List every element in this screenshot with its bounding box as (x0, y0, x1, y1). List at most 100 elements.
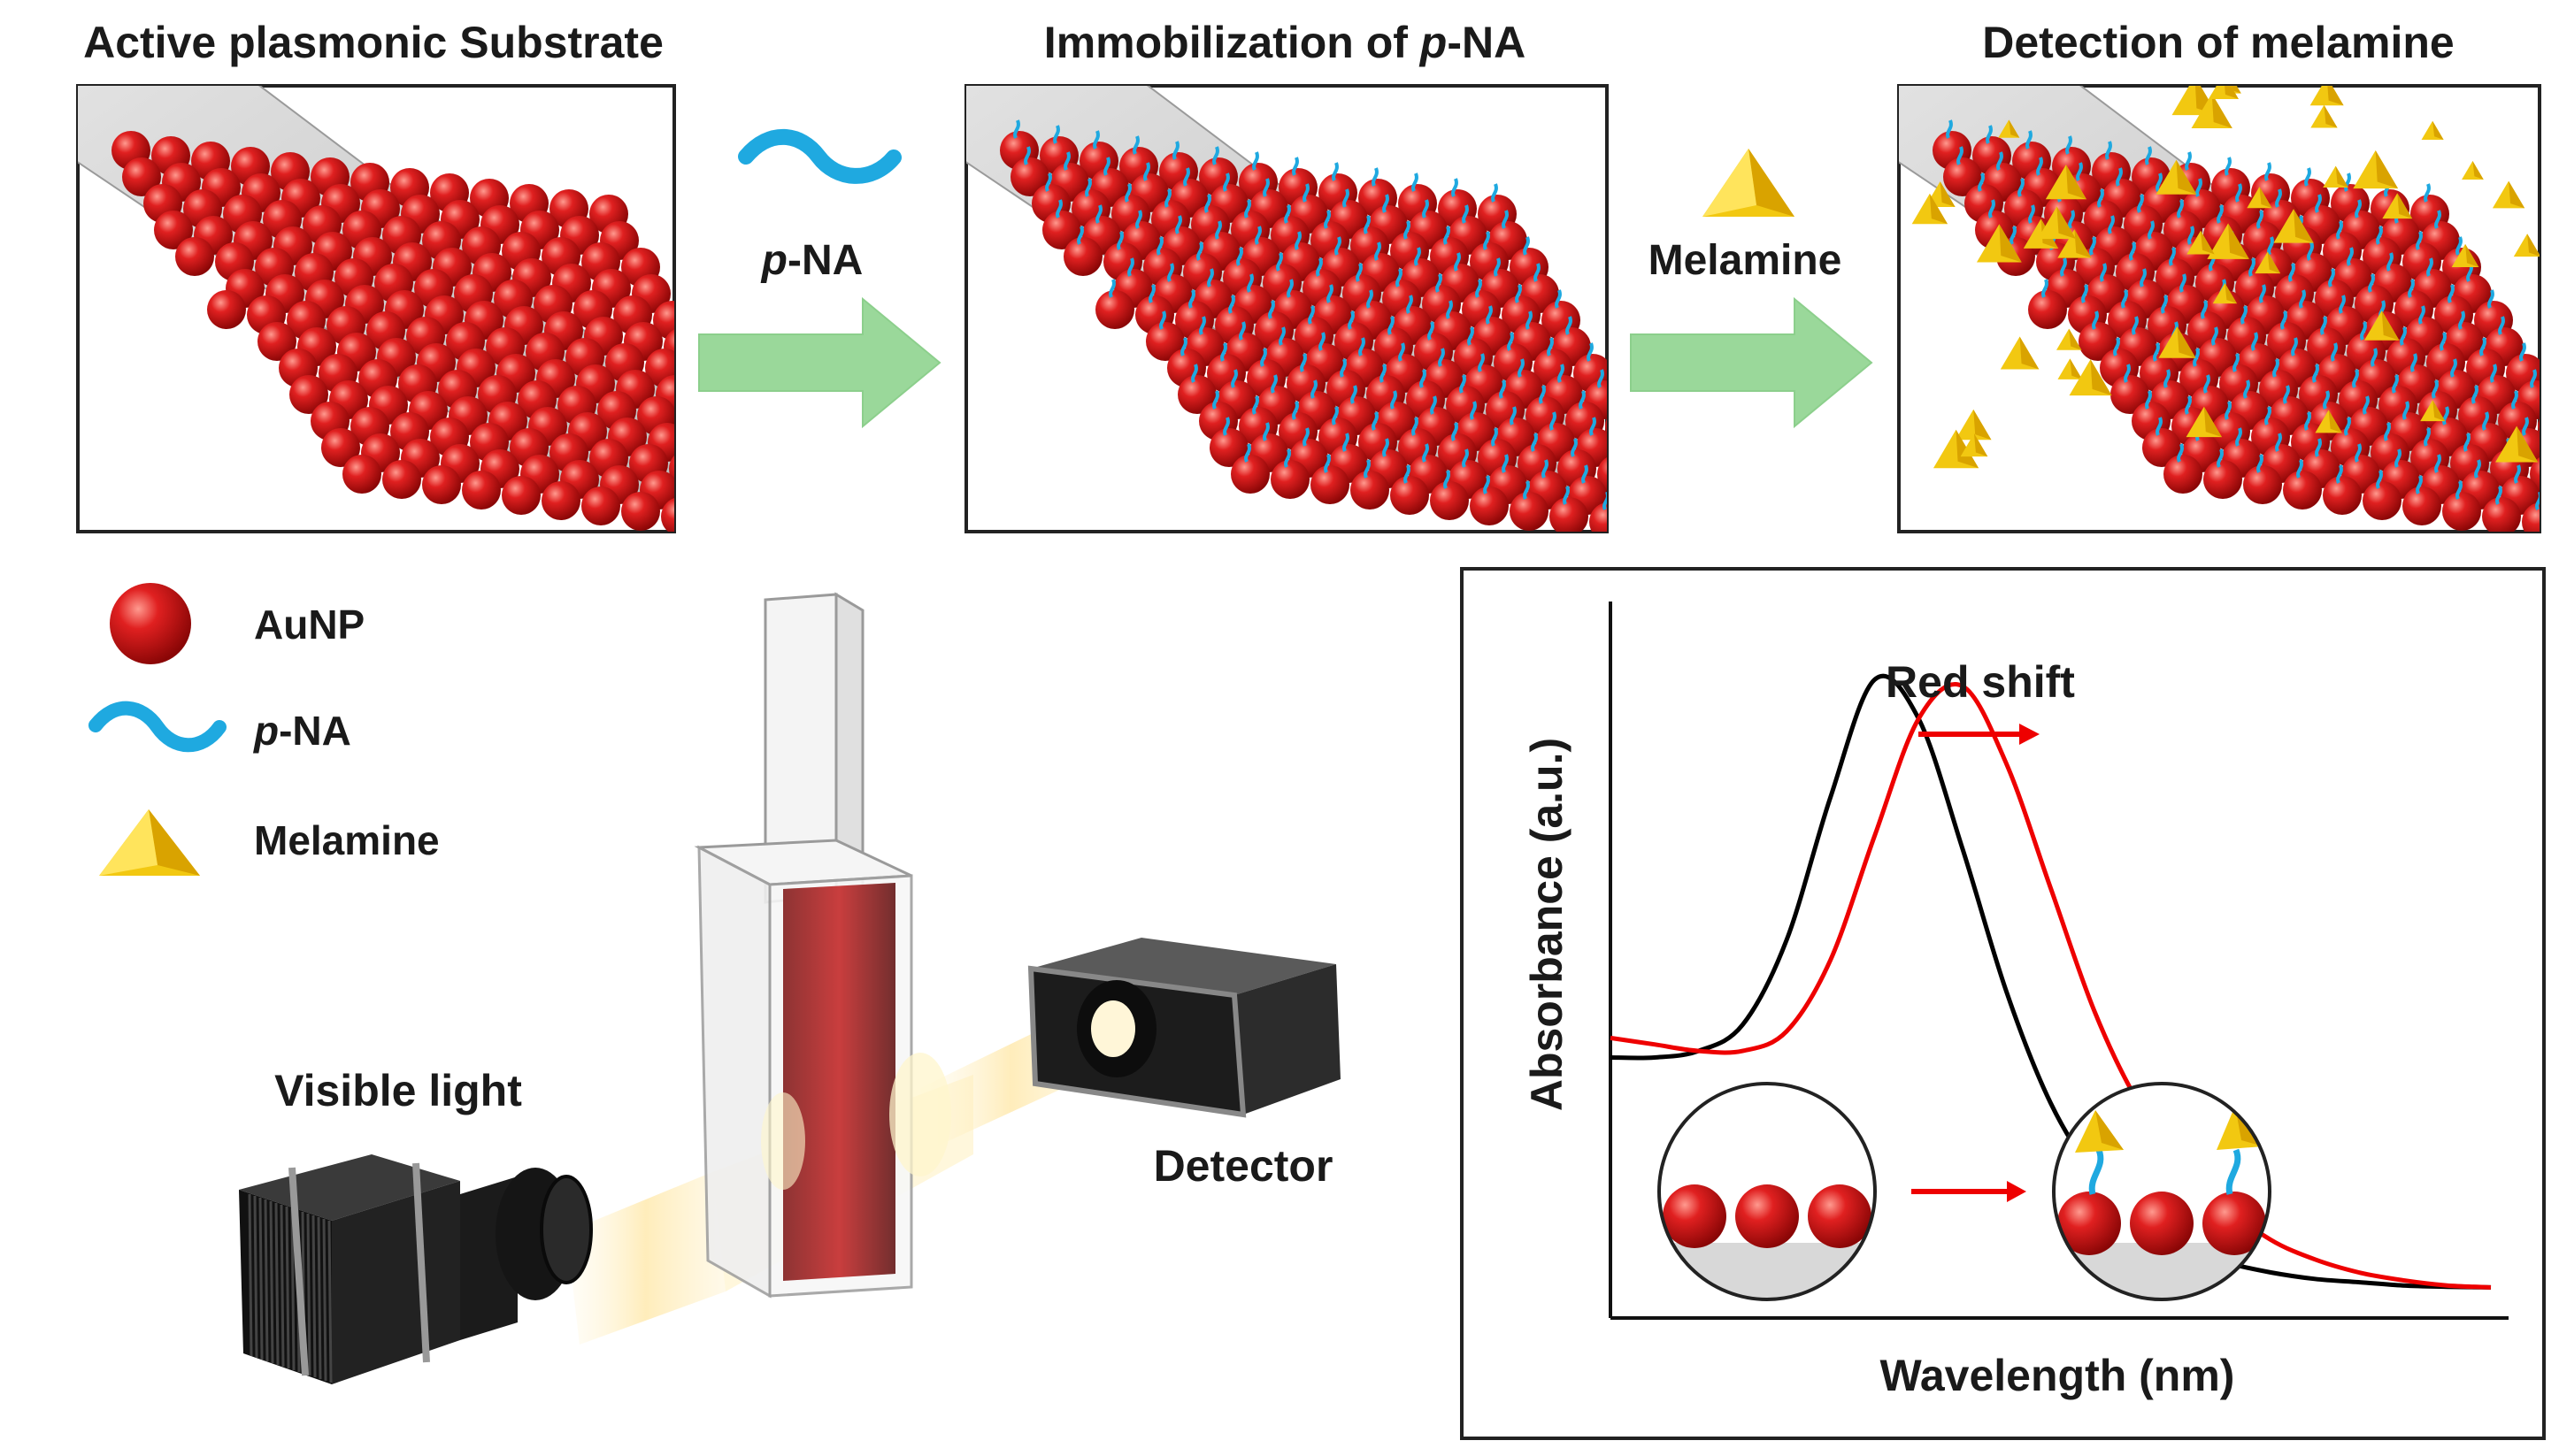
pna-strand (2156, 417, 2163, 436)
pna-strand (1446, 300, 1453, 319)
pna-strand (1196, 241, 1203, 261)
pna-strand (1180, 337, 1187, 356)
pna-strand (2416, 231, 2423, 250)
melamine-molecule (2056, 328, 2082, 350)
pna-strand (1486, 305, 1493, 325)
melamine-molecule (2255, 251, 2281, 274)
pna-strand (2256, 210, 2263, 229)
pna-strand (2394, 448, 2401, 468)
spectrum-chart: Wavelength (nm) Absorbance (a.u.) Red sh… (1460, 567, 2546, 1440)
pna-strand (1467, 326, 1474, 346)
pna-strand (1334, 236, 1341, 256)
pna-strand (1531, 433, 1538, 452)
pna-strand (1539, 385, 1546, 404)
pna-strand (2416, 475, 2423, 494)
pna-strand (2511, 390, 2518, 410)
pna-strand (1587, 342, 1594, 362)
pna-strand (1430, 395, 1437, 415)
pna-strand (2291, 337, 2298, 356)
pna-strand (1483, 231, 1490, 250)
pna-strand (1533, 263, 1541, 282)
pna-strand (1244, 199, 1251, 218)
pna-strand (2145, 146, 2152, 165)
pna-strand (2339, 295, 2346, 314)
melamine-molecule (2363, 310, 2400, 341)
aunp-particle (1011, 157, 1049, 196)
pna-strand (1374, 241, 1381, 261)
pna-strand (1597, 369, 1604, 388)
aunp-particle (709, 455, 748, 494)
panel-detection (1897, 84, 2556, 533)
melamine-molecule (1955, 409, 1992, 441)
pna-strand (1483, 475, 1490, 494)
pna-strand (2148, 220, 2155, 240)
pna-strand (2129, 241, 2136, 261)
pna-strand (1475, 279, 1482, 298)
red-shift-label: Red shift (1886, 657, 2075, 707)
aunp-particle (2142, 428, 2181, 467)
pna-strand (1470, 401, 1477, 420)
pna-strand (1364, 459, 1371, 479)
pna-strand (1451, 178, 1458, 197)
pna-strand (1382, 194, 1389, 213)
pna-strand (2185, 395, 2192, 415)
aunp-particle (2163, 455, 2202, 494)
pna-strand (2121, 289, 2128, 309)
aunp-particle (2363, 481, 2401, 520)
melamine-molecule (2208, 86, 2239, 100)
pna-strand (2471, 385, 2478, 404)
green-arrow-2 (1630, 296, 1873, 429)
melamine-molecule (2421, 120, 2444, 141)
pna-strand (2514, 464, 2521, 484)
pna-strand (1581, 464, 1588, 484)
pna-strand (2312, 364, 2319, 383)
pna-strand (2240, 305, 2248, 325)
aunp-particle (701, 502, 740, 541)
pna-strand (1303, 183, 1310, 203)
aunp-particle (1616, 433, 1655, 472)
aunp-sphere-icon (110, 583, 191, 664)
pna-strand (1263, 422, 1270, 441)
pna-strand (1350, 385, 1357, 404)
aunp-particle (780, 513, 819, 552)
pna-strand (1422, 199, 1429, 218)
pna-strand (1149, 284, 1156, 303)
green-arrow-1 (698, 296, 941, 429)
pna-strand (1053, 125, 1060, 144)
pna-strand (2068, 210, 2075, 229)
pna-strand (1541, 459, 1548, 479)
pna-strand (1438, 348, 1445, 367)
pna-strand (1403, 220, 1410, 240)
aunp-particle (502, 476, 541, 515)
pna-strand (1183, 167, 1190, 187)
melamine-molecule (2000, 336, 2040, 370)
aunp-particle (621, 492, 660, 531)
aunp-particle (2203, 460, 2242, 499)
pna-strand (1175, 215, 1182, 234)
aunp-particle (717, 407, 756, 446)
pna-strand (2336, 464, 2343, 484)
pna-strand (2545, 444, 2548, 462)
pna-strand (1956, 146, 1963, 165)
pna-strand (2185, 151, 2192, 171)
aunp-particle (1549, 497, 1588, 532)
melamine-molecule (2353, 149, 2399, 189)
pna-strand (2089, 236, 2096, 256)
pna-strand (1356, 263, 1363, 282)
pna-strand (1358, 337, 1365, 356)
pna-strand (1988, 199, 1995, 218)
pna-strand (2272, 358, 2279, 378)
pna-strand (1093, 130, 1100, 149)
legend-label-pna: p-NA (252, 708, 351, 754)
pna-strand (2331, 342, 2338, 362)
panel-immobilization (964, 84, 1655, 533)
pna-strand (1395, 268, 1402, 287)
melamine-molecule (2045, 165, 2086, 200)
pna-strand (1324, 454, 1331, 473)
pna-wave-icon (88, 701, 227, 753)
pna-strand (2315, 438, 2322, 457)
pna-strand (1462, 204, 1469, 224)
pna-strand (2553, 396, 2556, 414)
melamine-molecule (2462, 160, 2484, 180)
